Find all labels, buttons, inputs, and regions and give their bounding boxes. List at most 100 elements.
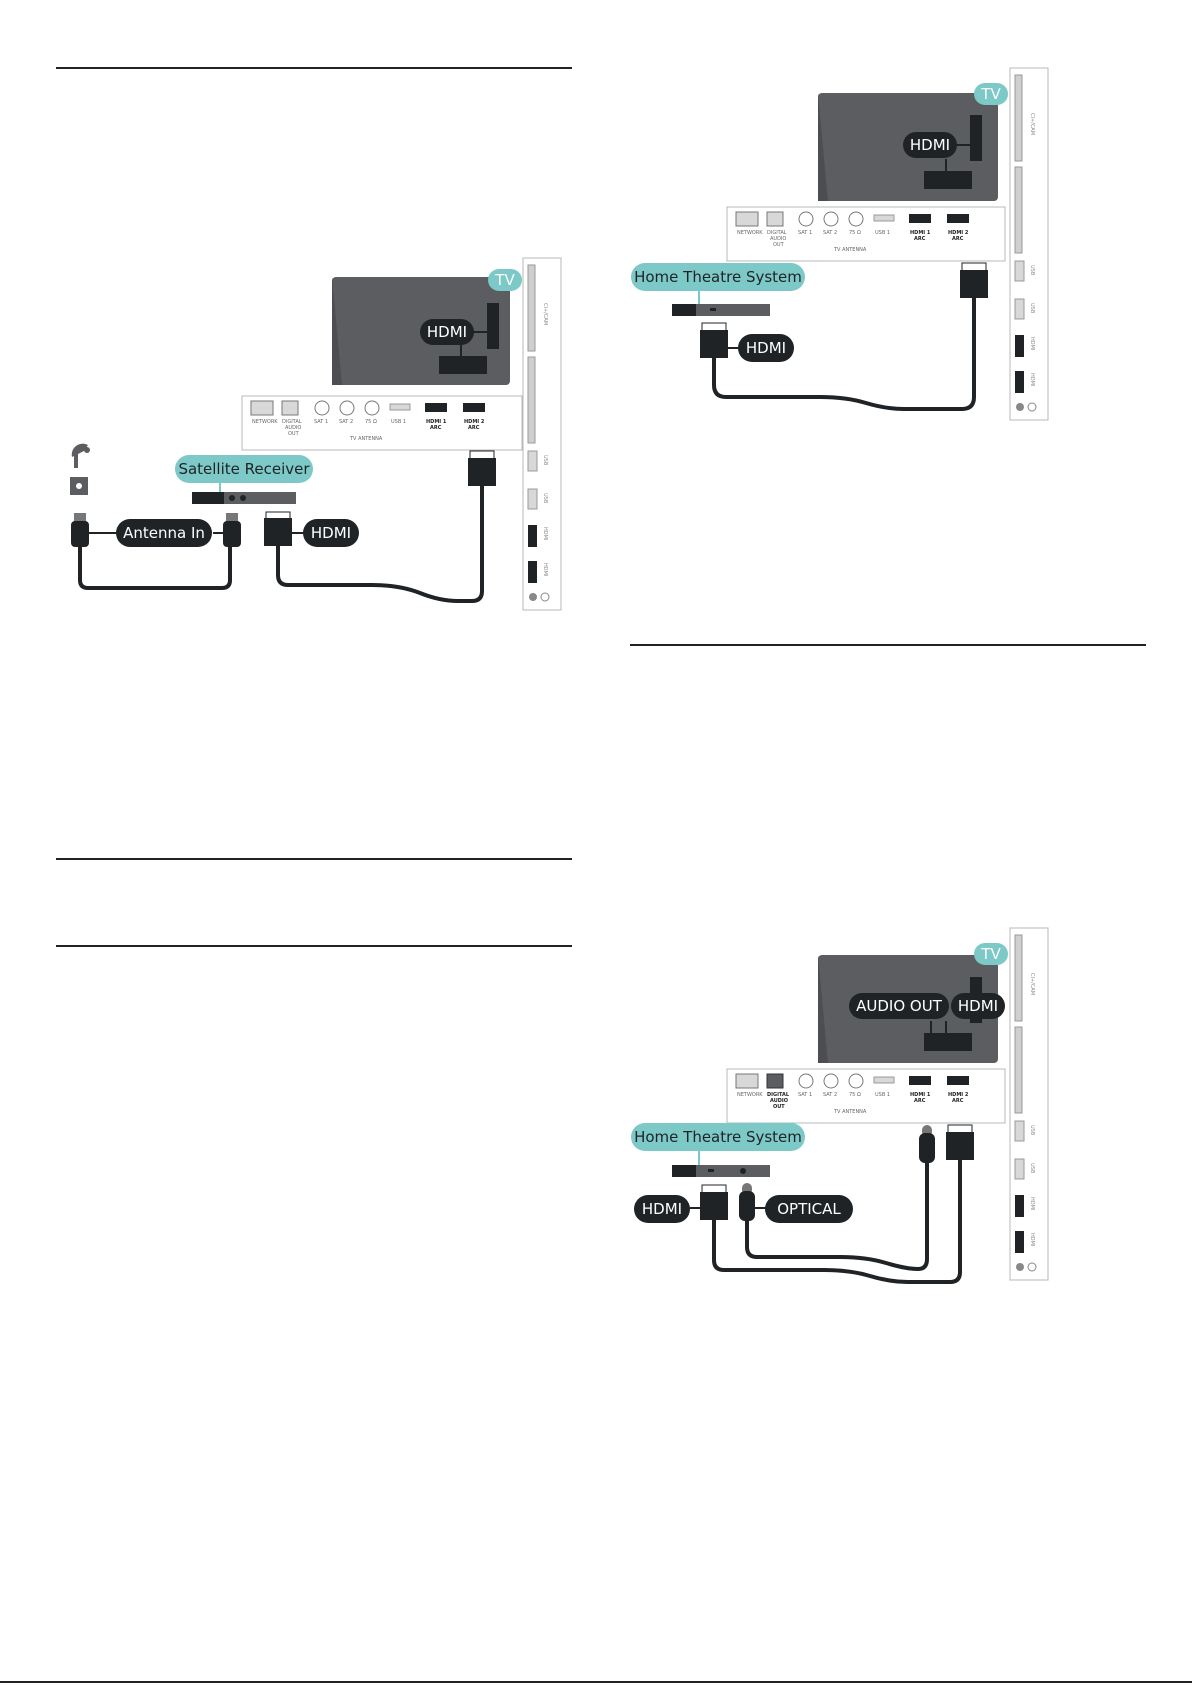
svg-text:TV ANTENNA: TV ANTENNA xyxy=(833,247,867,253)
svg-text:HDMI: HDMI xyxy=(311,524,351,542)
svg-text:SAT 2: SAT 2 xyxy=(823,1092,837,1098)
svg-text:HDMI: HDMI xyxy=(542,563,548,576)
hdmi-label-tv: HDMI xyxy=(420,319,474,345)
svg-text:ARC: ARC xyxy=(914,1098,926,1104)
svg-text:OUT: OUT xyxy=(773,1104,785,1110)
antenna-in-label: Antenna In xyxy=(116,519,212,547)
svg-text:Antenna In: Antenna In xyxy=(123,524,205,542)
svg-text:HDMI: HDMI xyxy=(1029,337,1035,350)
svg-text:SAT 2: SAT 2 xyxy=(823,230,837,236)
svg-text:USB: USB xyxy=(1029,303,1035,314)
tv-badge: TV xyxy=(974,83,1008,105)
svg-text:SAT 1: SAT 1 xyxy=(314,419,328,425)
svg-text:OPTICAL: OPTICAL xyxy=(777,1200,841,1218)
svg-text:HDMI: HDMI xyxy=(427,323,467,341)
svg-text:USB 1: USB 1 xyxy=(875,1092,890,1098)
svg-text:AUDIO: AUDIO xyxy=(770,236,786,242)
svg-text:TV: TV xyxy=(980,945,1001,963)
svg-text:OUT: OUT xyxy=(288,431,300,437)
satellite-dish-icon xyxy=(70,443,90,495)
tv-badge: TV xyxy=(974,943,1008,965)
optical-cable xyxy=(739,1125,935,1272)
tv-rear-port-panel: NETWORK DIGITAL AUDIO OUT SAT 1 SAT 2 75… xyxy=(726,206,1006,262)
svg-text:ARC: ARC xyxy=(952,1098,964,1104)
section-divider xyxy=(630,644,1146,646)
svg-text:USB: USB xyxy=(1029,1125,1035,1136)
svg-text:ARC: ARC xyxy=(952,236,964,242)
hdmi-cable-label: HDMI xyxy=(738,334,794,362)
satellite-receiver-device xyxy=(192,469,296,504)
svg-text:CI+/CAM: CI+/CAM xyxy=(542,303,548,325)
satellite-receiver-label: Satellite Receiver xyxy=(175,455,313,483)
hdmi-cable xyxy=(264,450,496,603)
svg-text:HDMI 2: HDMI 2 xyxy=(464,419,485,425)
svg-text:Home Theatre System: Home Theatre System xyxy=(634,1128,802,1146)
svg-text:CI+/CAM: CI+/CAM xyxy=(1029,113,1035,135)
home-theatre-optical-diagram: TV AUDIO OUT HDMI NETWORK DIGITAL AUDIO … xyxy=(631,927,1049,1284)
svg-text:USB 1: USB 1 xyxy=(875,230,890,236)
section-divider xyxy=(56,945,572,947)
svg-text:ARC: ARC xyxy=(430,425,442,431)
svg-text:TV: TV xyxy=(980,85,1001,103)
svg-text:ARC: ARC xyxy=(468,425,480,431)
optical-cable-label: OPTICAL xyxy=(765,1195,853,1223)
hdmi-label-tv: HDMI xyxy=(951,993,1005,1019)
svg-text:SAT 1: SAT 1 xyxy=(798,1092,812,1098)
hdmi-label-tv: HDMI xyxy=(903,132,957,158)
hdmi-cable xyxy=(700,262,988,411)
svg-text:HDMI: HDMI xyxy=(642,1200,682,1218)
svg-text:AUDIO: AUDIO xyxy=(285,425,301,431)
tv-side-port-panel: CI+/CAM USB USB HDMI HDMI xyxy=(1009,67,1049,421)
svg-text:USB: USB xyxy=(542,455,548,466)
svg-text:Home Theatre System: Home Theatre System xyxy=(634,268,802,286)
svg-text:75 Ω: 75 Ω xyxy=(365,419,377,425)
tv-side-port-panel: CI+/CAM USB USB HDMI HDMI xyxy=(1009,927,1049,1281)
tv-badge: TV xyxy=(488,269,522,291)
svg-text:AUDIO OUT: AUDIO OUT xyxy=(856,997,943,1015)
svg-text:USB: USB xyxy=(542,493,548,504)
svg-text:HDMI 1: HDMI 1 xyxy=(426,419,447,425)
svg-text:OUT: OUT xyxy=(773,242,785,248)
svg-text:TV ANTENNA: TV ANTENNA xyxy=(349,436,383,442)
svg-text:HDMI: HDMI xyxy=(910,136,950,154)
svg-text:HDMI: HDMI xyxy=(542,527,548,540)
svg-text:Satellite Receiver: Satellite Receiver xyxy=(178,460,310,478)
svg-text:TV ANTENNA: TV ANTENNA xyxy=(833,1109,867,1115)
svg-text:USB 1: USB 1 xyxy=(391,419,406,425)
home-theatre-hdmi-arc-diagram: TV HDMI NETWORK DIGITAL AUDIO OUT SAT 1 … xyxy=(631,67,1049,421)
tv-rear-port-panel: NETWORK DIGITAL AUDIO OUT SAT 1 SAT 2 75… xyxy=(241,395,523,451)
home-theatre-device xyxy=(672,1143,770,1177)
satellite-receiver-connection-diagram: TV HDMI NETWORK DIGITAL AUDIO OUT SAT 1 … xyxy=(70,257,562,611)
audio-out-label: AUDIO OUT xyxy=(849,993,949,1019)
svg-text:AUDIO: AUDIO xyxy=(770,1098,788,1104)
svg-text:SAT 1: SAT 1 xyxy=(798,230,812,236)
svg-text:HDMI 1: HDMI 1 xyxy=(910,230,931,236)
home-theatre-label: Home Theatre System xyxy=(631,1123,805,1151)
svg-text:DIGITAL: DIGITAL xyxy=(767,1092,790,1098)
svg-text:HDMI: HDMI xyxy=(1029,1233,1035,1246)
tv-side-port-panel: CI+/CAM USB USB HDMI HDMI xyxy=(522,257,562,611)
antenna-cable xyxy=(71,513,241,590)
tv-badge-text: TV xyxy=(494,271,515,289)
hdmi-cable-label: HDMI xyxy=(634,1195,690,1223)
svg-text:HDMI 2: HDMI 2 xyxy=(948,1092,969,1098)
hdmi-cable xyxy=(690,1124,974,1284)
svg-text:NETWORK: NETWORK xyxy=(737,1092,763,1098)
page-footer-divider xyxy=(0,1681,1192,1683)
svg-text:HDMI 1: HDMI 1 xyxy=(910,1092,931,1098)
svg-text:75 Ω: 75 Ω xyxy=(849,1092,861,1098)
section-divider xyxy=(56,67,572,69)
tv-rear-port-panel: NETWORK DIGITAL AUDIO OUT SAT 1 SAT 2 75… xyxy=(726,1068,1006,1124)
svg-text:CI+/CAM: CI+/CAM xyxy=(1029,973,1035,995)
section-divider xyxy=(56,858,572,860)
svg-text:HDMI: HDMI xyxy=(1029,1197,1035,1210)
svg-text:ARC: ARC xyxy=(914,236,926,242)
svg-text:HDMI: HDMI xyxy=(746,339,786,357)
svg-text:USB: USB xyxy=(1029,265,1035,276)
svg-text:NETWORK: NETWORK xyxy=(252,419,278,425)
home-theatre-label: Home Theatre System xyxy=(631,263,805,291)
svg-text:HDMI: HDMI xyxy=(958,997,998,1015)
svg-text:75 Ω: 75 Ω xyxy=(849,230,861,236)
svg-text:HDMI: HDMI xyxy=(1029,373,1035,386)
hdmi-cable-label: HDMI xyxy=(303,519,359,547)
